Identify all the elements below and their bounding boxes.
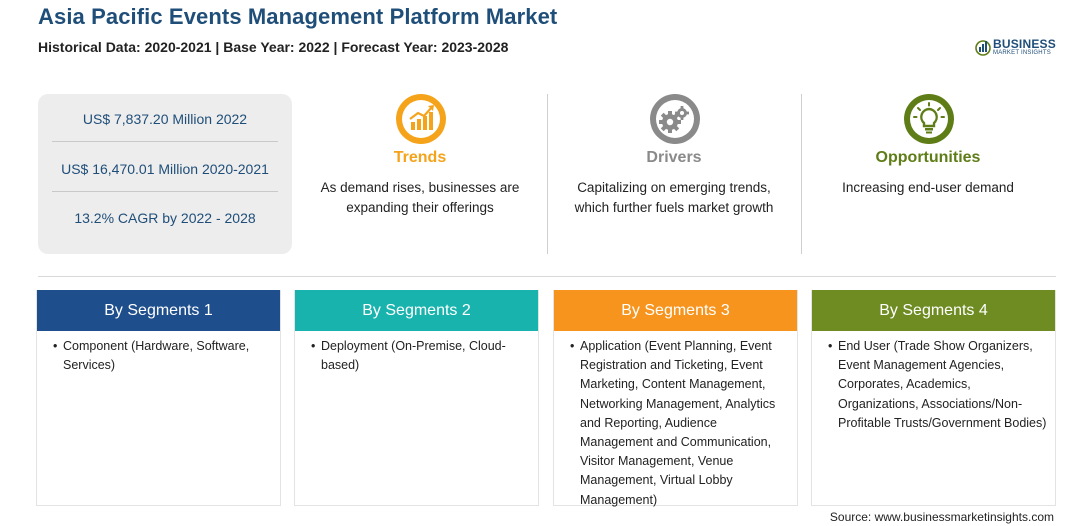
segment-header: By Segments 4 (812, 290, 1055, 331)
section-divider (38, 276, 1056, 277)
segment-item: Application (Event Planning, Event Regis… (570, 337, 791, 510)
logo-brand: BUSINESS (993, 37, 1056, 51)
market-stats-card: US$ 7,837.20 Million 2022 US$ 16,470.01 … (38, 94, 292, 254)
segment-header: By Segments 3 (554, 290, 797, 331)
segment-card-4: By Segments 4 End User (Trade Show Organ… (811, 290, 1056, 506)
trending-chart-icon (396, 94, 446, 144)
opportunities-text: Increasing end-user demand (842, 180, 1014, 195)
source-note: Source: www.businessmarketinsights.com (829, 510, 1054, 524)
page-title: Asia Pacific Events Management Platform … (38, 4, 558, 29)
stat-market-value-2022: US$ 7,837.20 Million 2022 (82, 111, 248, 127)
stat-divider (52, 141, 278, 142)
segment-item: End User (Trade Show Organizers, Event M… (828, 337, 1049, 433)
segment-item: Deployment (On-Premise, Cloud-based) (311, 337, 532, 375)
lightbulb-icon (904, 94, 954, 144)
trends-text: As demand rises, businesses are expandin… (320, 180, 520, 215)
trends-title: Trends (393, 149, 447, 166)
drivers-title: Drivers (646, 149, 702, 166)
globe-chart-icon (975, 40, 991, 56)
opportunities-title: Opportunities (875, 149, 981, 166)
segment-card-3: By Segments 3 Application (Event Plannin… (553, 290, 798, 507)
opportunities-panel: Opportunities Increasing end-user demand (801, 92, 1055, 222)
stat-market-value-historical: US$ 16,470.01 Million 2020-2021 (61, 161, 269, 177)
company-logo: BUSINESS MARKET INSIGHTS (975, 36, 1059, 58)
segment-header: By Segments 1 (37, 290, 280, 331)
gears-icon (650, 94, 700, 144)
panel-divider (547, 94, 548, 254)
page-subtitle: Historical Data: 2020-2021 | Base Year: … (38, 39, 509, 55)
segment-card-1: By Segments 1 Component (Hardware, Softw… (36, 290, 281, 506)
trends-panel: Trends As demand rises, businesses are e… (293, 92, 547, 222)
segment-list: Application (Event Planning, Event Regis… (554, 331, 797, 510)
segment-list: End User (Trade Show Organizers, Event M… (812, 331, 1055, 433)
segment-item: Component (Hardware, Software, Services) (53, 337, 274, 375)
stat-cagr: 13.2% CAGR by 2022 - 2028 (74, 210, 256, 226)
segment-list: Component (Hardware, Software, Services) (37, 331, 280, 375)
panel-divider (801, 94, 802, 254)
segment-list: Deployment (On-Premise, Cloud-based) (295, 331, 538, 375)
stat-divider (52, 191, 278, 192)
segment-card-2: By Segments 2 Deployment (On-Premise, Cl… (294, 290, 539, 506)
logo-tagline: MARKET INSIGHTS (993, 50, 1051, 56)
drivers-panel: Drivers Capitalizing on emerging trends,… (547, 92, 801, 222)
segment-header: By Segments 2 (295, 290, 538, 331)
drivers-text: Capitalizing on emerging trends, which f… (574, 180, 774, 215)
